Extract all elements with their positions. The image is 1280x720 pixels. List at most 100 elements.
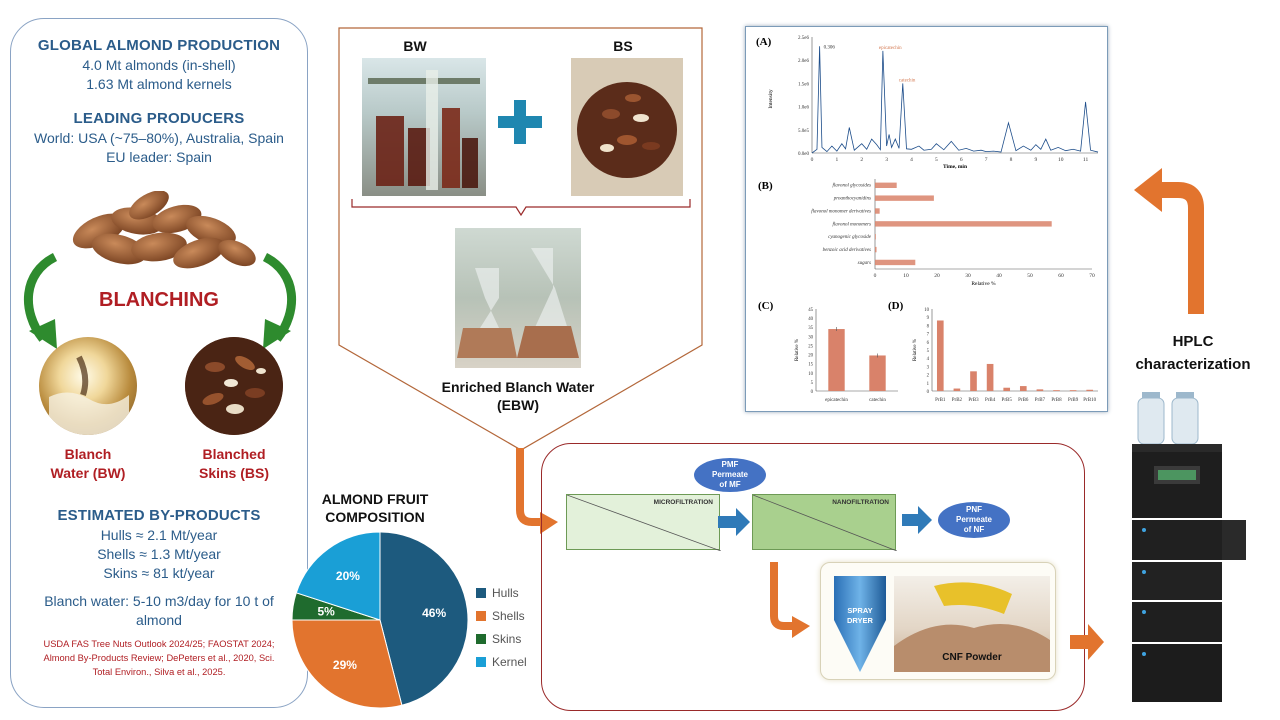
panel-d-category-label: PrB2	[952, 398, 963, 403]
hplc-instrument-image	[1132, 392, 1246, 702]
panel-a-x-tick: 10	[1058, 157, 1064, 163]
panel-d-category-label: PrB5	[1002, 398, 1013, 403]
blanching-title: BLANCHING	[99, 289, 219, 311]
panel-c-category-label: epicatechin	[825, 398, 848, 403]
ebw-callout-frame	[338, 27, 703, 451]
panel-b-category-label: flavonol monomers	[833, 222, 872, 227]
byproduct-shells: Shells ≈ 1.3 Mt/year	[97, 546, 221, 562]
panel-d-y-tick: 8	[927, 324, 930, 329]
panel-b-x-tick: 10	[903, 273, 909, 279]
leading-producers-line2: EU leader: Spain	[106, 149, 212, 165]
panel-a-annotation-peak: 0.306	[824, 45, 836, 50]
pie-title: ALMOND FRUIT COMPOSITION	[300, 490, 450, 526]
panel-c-y-tick: 45	[808, 308, 813, 313]
pie-legend-swatch	[476, 657, 486, 667]
blanch-water-volume-line2: almond	[136, 612, 182, 628]
left-info-panel: GLOBAL ALMOND PRODUCTION 4.0 Mt almonds …	[10, 18, 308, 708]
panel-d-y-tick: 7	[927, 333, 930, 338]
blanched-skins-label-line2: Skins (BS)	[198, 465, 269, 481]
bs-photo	[571, 58, 683, 196]
panel-b-label: (B)	[758, 180, 773, 192]
almond-composition-pie-chart: 46%29%5%20%	[291, 531, 469, 709]
panel-c-y-tick: 30	[808, 335, 813, 340]
spray-dryer-icon	[834, 576, 886, 672]
pie-value-label-kernel: 20%	[336, 569, 360, 583]
panel-a-x-tick: 3	[885, 157, 888, 163]
panel-d-category-label: PrB7	[1035, 398, 1046, 403]
pie-legend-label: Skins	[492, 632, 522, 646]
microfiltration-label: MICROFILTRATION	[653, 499, 713, 506]
pmf-of-mf-label: of MF	[719, 480, 741, 489]
orange-arrow-to-process	[516, 448, 558, 534]
panel-c-y-label: Relative %	[795, 339, 800, 361]
ebw-label-line2: (EBW)	[497, 397, 539, 413]
panel-d-label: (D)	[888, 300, 904, 312]
panel-b-x-tick: 30	[965, 273, 971, 279]
bs-title: BS	[613, 38, 633, 54]
pie-value-label-shells: 29%	[333, 658, 357, 672]
blanch-water-photo	[39, 337, 137, 435]
panel-a-x-label: Time, min	[943, 164, 967, 170]
panel-d-category-label: PrB9	[1068, 398, 1079, 403]
orange-arrow-to-chart	[1134, 168, 1204, 314]
panel-d-y-tick: 1	[927, 382, 930, 387]
panel-d-category-label: PrB8	[1051, 398, 1062, 403]
panel-b-category-label: benzoic acid derivatives	[823, 248, 871, 253]
panel-d-category-label: PrB10	[1083, 398, 1096, 403]
panel-c-bar	[828, 329, 845, 391]
process-panel	[541, 443, 1085, 711]
panel-a-y-tick: 1.0e6	[798, 106, 809, 111]
leading-producers-line1: World: USA (~75–80%), Australia, Spain	[34, 130, 284, 146]
panel-d-category-label: PrB3	[968, 398, 979, 403]
pnf-permeate-label: Permeate	[955, 515, 993, 524]
plus-icon	[498, 100, 542, 144]
blue-arrow-2	[902, 506, 932, 534]
spray-dryer-label: SPRAY DRYER	[834, 606, 886, 626]
panel-b-bar	[875, 208, 880, 214]
panel-b-bar	[875, 234, 876, 240]
pie-value-label-skins: 5%	[317, 604, 335, 618]
panel-d-y-tick: 3	[927, 365, 930, 370]
panel-c-category-label: catechin	[869, 398, 886, 403]
hplc-label-line2: characterization	[1135, 356, 1251, 373]
pmf-label: PMF	[721, 460, 739, 469]
blanch-water-label-line2: Water (BW)	[50, 465, 126, 481]
panel-a-x-tick: 6	[960, 157, 963, 163]
panel-d-y-tick: 10	[924, 308, 929, 313]
panel-a-x-tick: 2	[860, 157, 863, 163]
panel-d-y-tick: 0	[927, 390, 930, 395]
panel-d-y-tick: 5	[927, 349, 930, 354]
panel-a-y-tick: 1.5e6	[798, 82, 809, 87]
hplc-label: HPLC characterization	[1116, 330, 1270, 376]
spray-label: SPRAY	[847, 606, 873, 615]
pmf-oval: PMF Permeate of MF	[694, 458, 766, 492]
panel-b-category-label: flavonol monomer derivatives	[811, 209, 871, 214]
panel-d-y-tick: 2	[927, 374, 930, 379]
panel-b-category-label: sugars	[858, 261, 871, 266]
panel-d-bar	[970, 371, 977, 391]
reference-line1: USDA FAS Tree Nuts Outlook 2024/25; FAOS…	[43, 639, 275, 649]
bw-photo	[362, 58, 486, 196]
pie-legend-swatch	[476, 611, 486, 621]
pnf-of-nf-label: of NF	[963, 525, 985, 534]
panel-b-x-label: Relative %	[971, 281, 996, 287]
cnf-powder-label: CNF Powder	[942, 652, 1002, 663]
panel-a-x-tick: 8	[1010, 157, 1013, 163]
panel-b-x-tick: 50	[1027, 273, 1033, 279]
panel-a-label: (A)	[756, 36, 772, 48]
panel-c-y-tick: 40	[808, 317, 813, 322]
blue-arrow-1	[718, 508, 750, 536]
pie-slice-hulls	[379, 531, 469, 706]
panel-c-y-tick: 20	[808, 354, 813, 359]
pie-title-line1: ALMOND FRUIT	[321, 491, 429, 507]
pie-legend-item-skins: Skins	[476, 632, 521, 646]
panel-c-y-tick: 35	[808, 326, 813, 331]
panel-a-annotation-catechin: catechin	[899, 78, 916, 83]
panel-b-x-tick: 0	[874, 273, 877, 279]
hplc-results-figure	[745, 26, 1108, 412]
leading-producers-title: LEADING PRODUCERS	[73, 110, 245, 127]
panel-a-x-tick: 4	[910, 157, 913, 163]
panel-b-bar	[875, 221, 1052, 227]
pie-slice-kernel	[295, 531, 381, 621]
